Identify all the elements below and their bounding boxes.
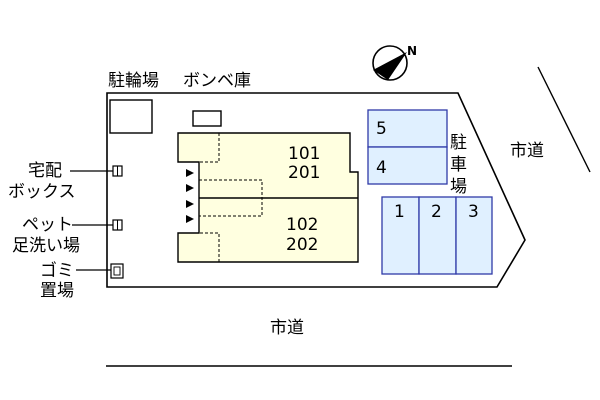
entrance-arrow-icon bbox=[186, 200, 194, 208]
unit-101-label: 101 bbox=[288, 144, 320, 164]
interior-partitions bbox=[199, 133, 263, 262]
unit-201-label: 201 bbox=[288, 163, 320, 183]
bicycle-parking-label: 駐輪場 bbox=[108, 71, 159, 91]
gas-cylinder-label: ボンベ庫 bbox=[183, 71, 251, 91]
parking-space bbox=[455, 196, 493, 275]
parking-space-number: 2 bbox=[431, 202, 442, 222]
parking-space bbox=[367, 146, 448, 185]
east-road-line bbox=[537, 66, 591, 173]
delivery-box-label-line1: 宅配 bbox=[28, 161, 62, 181]
delivery-box-label-line2: ボックス bbox=[8, 182, 76, 202]
pet-wash-label-line1: ペット bbox=[22, 215, 73, 235]
parking-lot bbox=[367, 109, 493, 275]
garbage-area-icon bbox=[110, 263, 124, 279]
entrance-arrows bbox=[186, 169, 194, 223]
unit-102-label: 102 bbox=[286, 215, 318, 235]
parking-space-number: 4 bbox=[376, 158, 387, 178]
parking-label-char: 駐 bbox=[450, 133, 467, 153]
entrance-arrow-icon bbox=[186, 215, 194, 223]
parking-label-char: 場 bbox=[450, 177, 467, 197]
pet-wash-label-line2: 足洗い場 bbox=[12, 236, 80, 256]
bicycle-parking-area bbox=[109, 99, 153, 134]
parking-space bbox=[367, 109, 448, 148]
east-road-label: 市道 bbox=[510, 141, 544, 161]
parking-label-char: 車 bbox=[450, 155, 467, 175]
parking-space-number: 1 bbox=[394, 202, 405, 222]
garbage-label-line2: 置場 bbox=[40, 281, 74, 301]
compass-icon: N bbox=[372, 44, 417, 81]
unit-202-label: 202 bbox=[286, 235, 318, 255]
gas-cylinder-storage bbox=[192, 110, 222, 127]
compass-north-label: N bbox=[407, 44, 417, 58]
entrance-arrow-icon bbox=[186, 169, 194, 177]
parking-space bbox=[381, 196, 420, 275]
parking-space-number: 5 bbox=[376, 119, 387, 139]
south-road-label: 市道 bbox=[270, 318, 304, 338]
parking-space-number: 3 bbox=[468, 202, 479, 222]
entrance-arrow-icon bbox=[186, 184, 194, 192]
garbage-label-line1: ゴミ bbox=[40, 260, 74, 281]
